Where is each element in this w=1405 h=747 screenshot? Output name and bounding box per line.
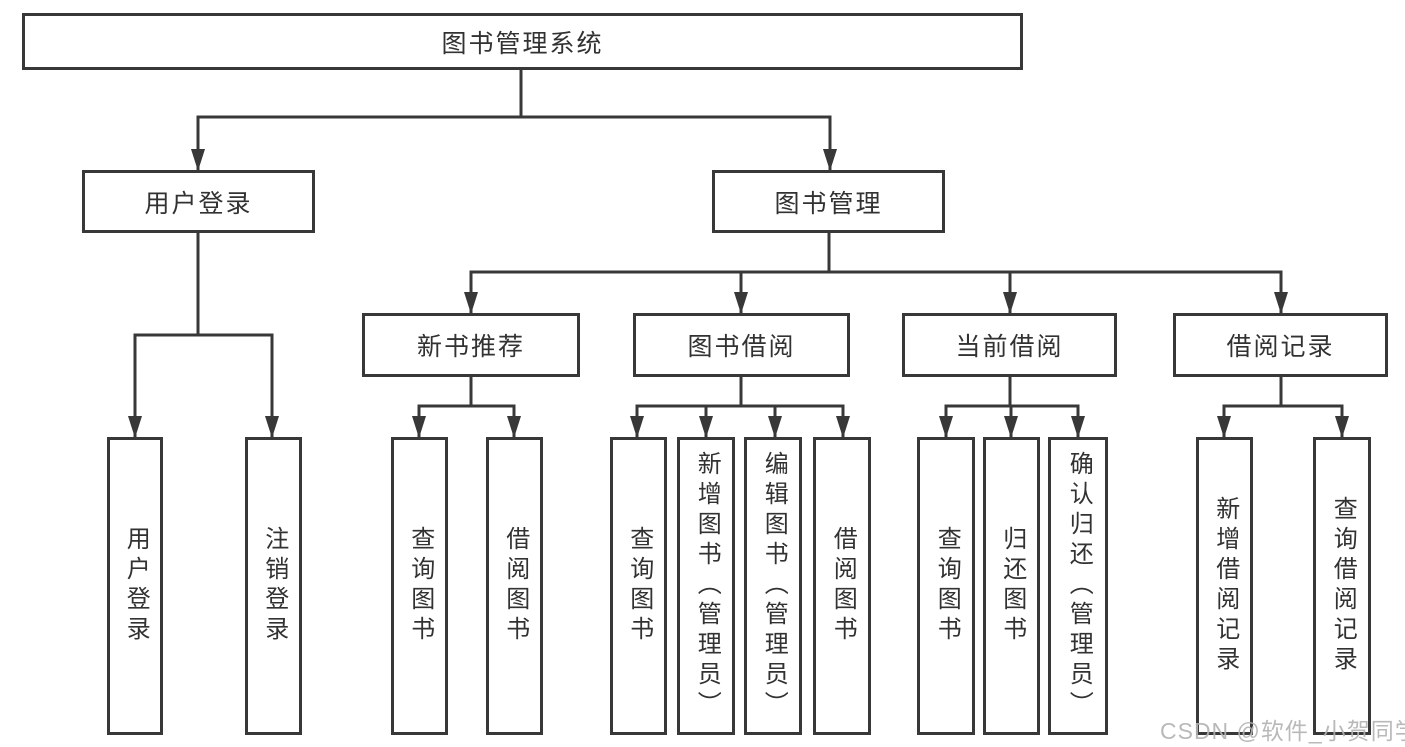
node-leaf-user-login: 用户登录 xyxy=(107,437,163,735)
node-book-management: 图书管理 xyxy=(712,170,945,233)
node-new-book-recommend: 新书推荐 xyxy=(362,313,580,377)
node-leaf-records-query-record: 查询借阅记录 xyxy=(1313,437,1371,735)
node-leaf-current-confirm-return-admin: 确认归还（管理员） xyxy=(1048,437,1108,735)
node-library-management-system: 图书管理系统 xyxy=(22,13,1023,70)
node-leaf-current-return-books: 归还图书 xyxy=(983,437,1040,735)
node-leaf-records-add-record: 新增借阅记录 xyxy=(1196,437,1253,735)
node-leaf-borrow-query-books: 查询图书 xyxy=(610,437,667,735)
node-leaf-borrow-edit-books-admin: 编辑图书（管理员） xyxy=(744,437,802,735)
node-leaf-newbook-query-books: 查询图书 xyxy=(391,437,448,735)
node-leaf-borrow-add-books-admin: 新增图书（管理员） xyxy=(677,437,735,735)
node-book-borrowing: 图书借阅 xyxy=(633,313,850,377)
node-leaf-current-query-books: 查询图书 xyxy=(917,437,975,735)
node-user-login: 用户登录 xyxy=(82,170,315,233)
csdn-watermark: CSDN @软件_小贺同学 xyxy=(1160,718,1405,744)
node-leaf-logout: 注销登录 xyxy=(245,437,302,735)
node-current-borrowing: 当前借阅 xyxy=(902,313,1117,377)
node-borrowing-records: 借阅记录 xyxy=(1173,313,1388,377)
node-leaf-newbook-borrow-books: 借阅图书 xyxy=(486,437,543,735)
node-leaf-borrow-borrow-books: 借阅图书 xyxy=(813,437,871,735)
